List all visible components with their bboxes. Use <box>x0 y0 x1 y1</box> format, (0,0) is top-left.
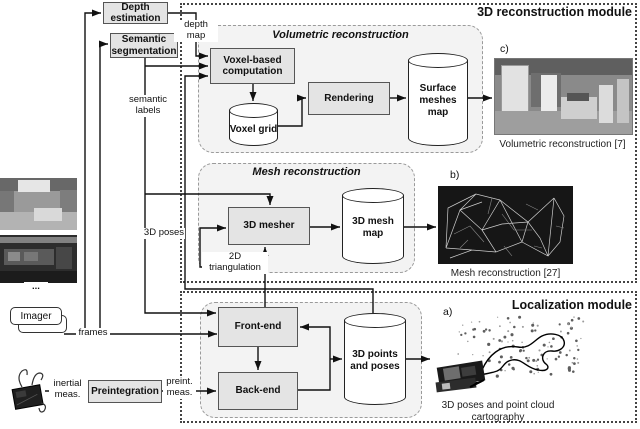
ellipsis-label: ... <box>24 281 48 293</box>
mesher-box: 3D mesher <box>228 207 310 245</box>
semantic-segmentation-box: Semantic segmentation <box>110 33 178 58</box>
voxel-grid-label: Voxel grid <box>229 123 278 135</box>
depth-map-label: depth map <box>174 19 218 42</box>
inertial-meas-label: inertial meas. <box>49 378 86 401</box>
preint-meas-label: preint. meas. <box>163 376 196 399</box>
voxel-computation-box: Voxel-based computation <box>210 48 295 84</box>
surface-meshes-cylinder: Surface meshes map <box>408 53 468 146</box>
three-d-poses-label: 3D poses <box>143 227 185 239</box>
mesher-label: 3D mesher <box>243 220 295 232</box>
volumetric-submodule-title: Volumetric reconstruction <box>272 29 409 41</box>
volumetric-result-figure <box>494 58 633 135</box>
figure-c-label: c) <box>500 43 509 55</box>
rendering-label: Rendering <box>324 92 374 104</box>
surface-meshes-label: Surface meshes map <box>419 83 457 119</box>
mesh-result-figure <box>438 186 573 264</box>
preintegration-label: Preintegration <box>91 385 159 397</box>
voxel-grid-cylinder: Voxel grid <box>229 103 278 146</box>
depth-estimation-label: Depth estimation <box>110 1 161 25</box>
front-end-box: Front-end <box>218 307 298 347</box>
imager-box: Imager <box>10 307 62 325</box>
localization-module-frame <box>180 291 637 423</box>
two-d-triangulation-label: 2D triangulation <box>202 251 268 274</box>
rendering-box: Rendering <box>308 82 390 115</box>
figure-b-caption: Mesh reconstruction [27] <box>450 268 561 279</box>
frames-label: frames <box>76 327 110 339</box>
mesh-map-label: 3D mesh map <box>352 215 394 239</box>
camera-frame-photo-2 <box>0 235 77 283</box>
points-poses-cylinder: 3D points and poses <box>344 313 406 405</box>
semantic-segmentation-label: Semantic segmentation <box>111 34 177 57</box>
reconstruction-module-frame <box>180 3 637 283</box>
pointcloud-result-figure <box>430 314 590 400</box>
figure-a-label: a) <box>443 306 453 318</box>
back-end-box: Back-end <box>218 372 298 410</box>
camera-frame-photo-1 <box>0 178 77 230</box>
mesh-submodule-title: Mesh reconstruction <box>252 166 361 178</box>
figure-a-caption: 3D poses and point cloud cartography <box>441 400 555 423</box>
mesh-map-cylinder: 3D mesh map <box>342 188 404 264</box>
semantic-labels-label: semantic labels <box>126 94 170 117</box>
depth-estimation-box: Depth estimation <box>103 2 168 24</box>
front-end-label: Front-end <box>234 321 282 333</box>
preintegration-box: Preintegration <box>88 380 162 403</box>
figure-b-label: b) <box>450 169 460 181</box>
imu-icon <box>11 369 47 413</box>
localization-module-title: Localization module <box>511 298 632 312</box>
points-poses-label: 3D points and poses <box>350 348 400 372</box>
imager-label: Imager <box>20 310 52 322</box>
back-end-label: Back-end <box>235 385 281 397</box>
voxel-computation-label: Voxel-based computation <box>222 54 283 78</box>
figure-c-caption: Volumetric reconstruction [7] <box>499 139 626 150</box>
reconstruction-module-title: 3D reconstruction module <box>477 5 632 19</box>
